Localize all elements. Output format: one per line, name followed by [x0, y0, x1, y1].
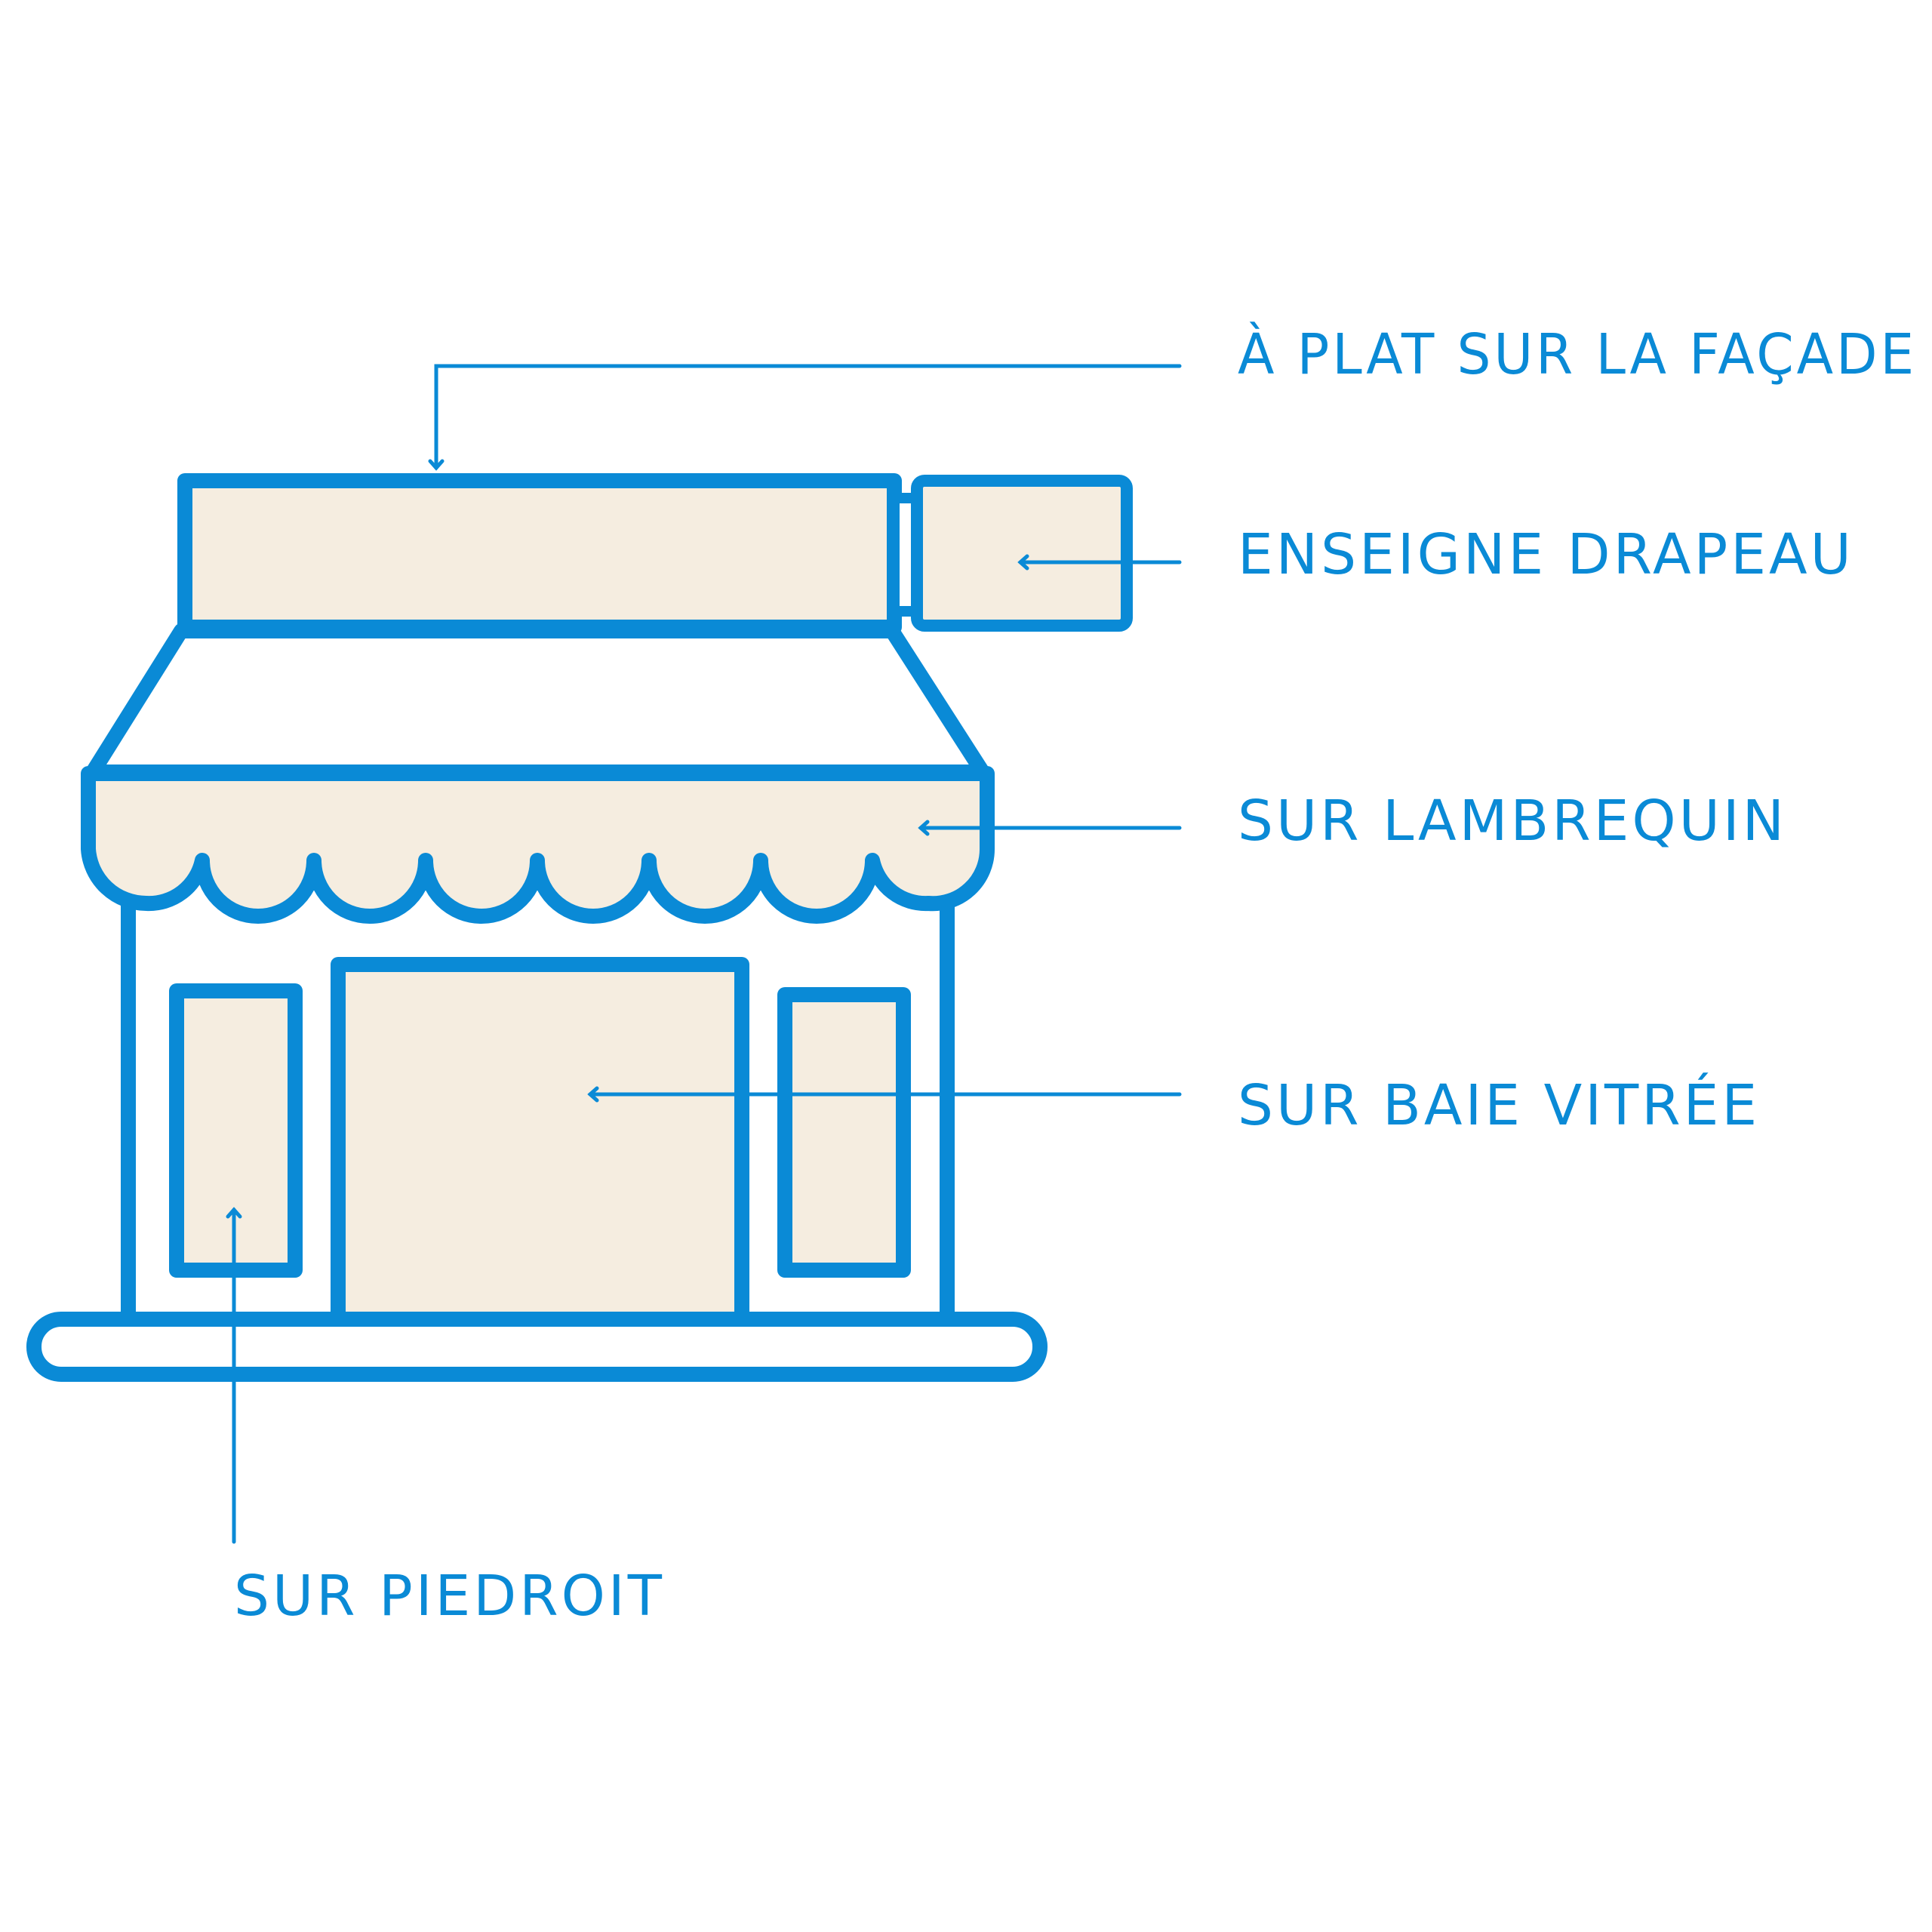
callout-bay-window [587, 1086, 1182, 1103]
callout-facade [428, 364, 1182, 471]
label-pier: SUR PIEDROIT [234, 1564, 665, 1629]
callout-valance [918, 820, 1182, 836]
label-flag-sign: ENSEIGNE DRAPEAU [1238, 522, 1854, 587]
facade-sign [177, 473, 902, 635]
callout-flag [1017, 554, 1182, 571]
arrowhead-left [587, 1086, 599, 1103]
bay-window [331, 957, 749, 1328]
storefront-illustration [26, 473, 1133, 1382]
arrowhead-left [1017, 554, 1029, 571]
arrowhead-down [428, 459, 445, 471]
flag-sign [911, 475, 1133, 632]
label-valance: SUR LAMBREQUIN [1238, 789, 1787, 854]
awning-valance [81, 766, 995, 924]
callout-pier [226, 1207, 242, 1544]
awning-roof [85, 623, 990, 780]
label-facade: À PLAT SUR LA FAÇADE [1238, 321, 1917, 387]
arrowhead-up [226, 1207, 242, 1219]
arrowhead-left [918, 820, 930, 836]
pier-panel-right [777, 987, 911, 1278]
sidewalk-base [26, 1312, 1048, 1382]
callouts [226, 364, 1182, 1544]
label-bay-window: SUR BAIE VITRÉE [1238, 1072, 1760, 1138]
